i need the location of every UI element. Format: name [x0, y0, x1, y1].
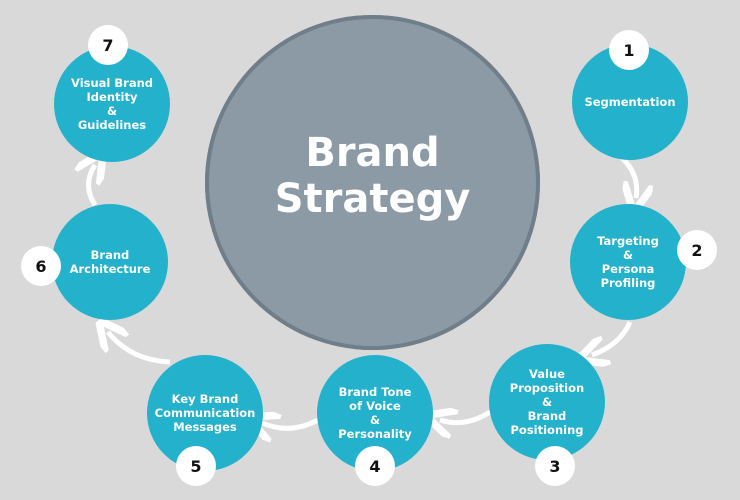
- badge-5: 5: [176, 446, 216, 486]
- center-title: Brand Strategy: [274, 130, 471, 222]
- step-7: Visual Brand Identity & Guidelines: [54, 46, 170, 162]
- arrow-6-7: [89, 165, 96, 207]
- arrow-4-5: [262, 420, 320, 428]
- badge-4: 4: [355, 446, 395, 486]
- step-6: Brand Architecture: [52, 204, 168, 320]
- badge-6: 6: [21, 246, 61, 286]
- badge-2: 2: [677, 230, 717, 270]
- arrow-1-2: [622, 156, 637, 198]
- badge-7: 7: [88, 25, 128, 65]
- center-circle: [205, 15, 540, 350]
- arrow-3-4: [440, 412, 492, 423]
- badge-1: 1: [609, 30, 649, 70]
- arrow-5-6: [108, 332, 171, 365]
- step-2: Targeting & Persona Profiling: [570, 204, 686, 320]
- badge-3: 3: [535, 446, 575, 486]
- arrow-2-3: [592, 320, 633, 355]
- step-3: Value Proposition & Brand Positioning: [489, 344, 605, 460]
